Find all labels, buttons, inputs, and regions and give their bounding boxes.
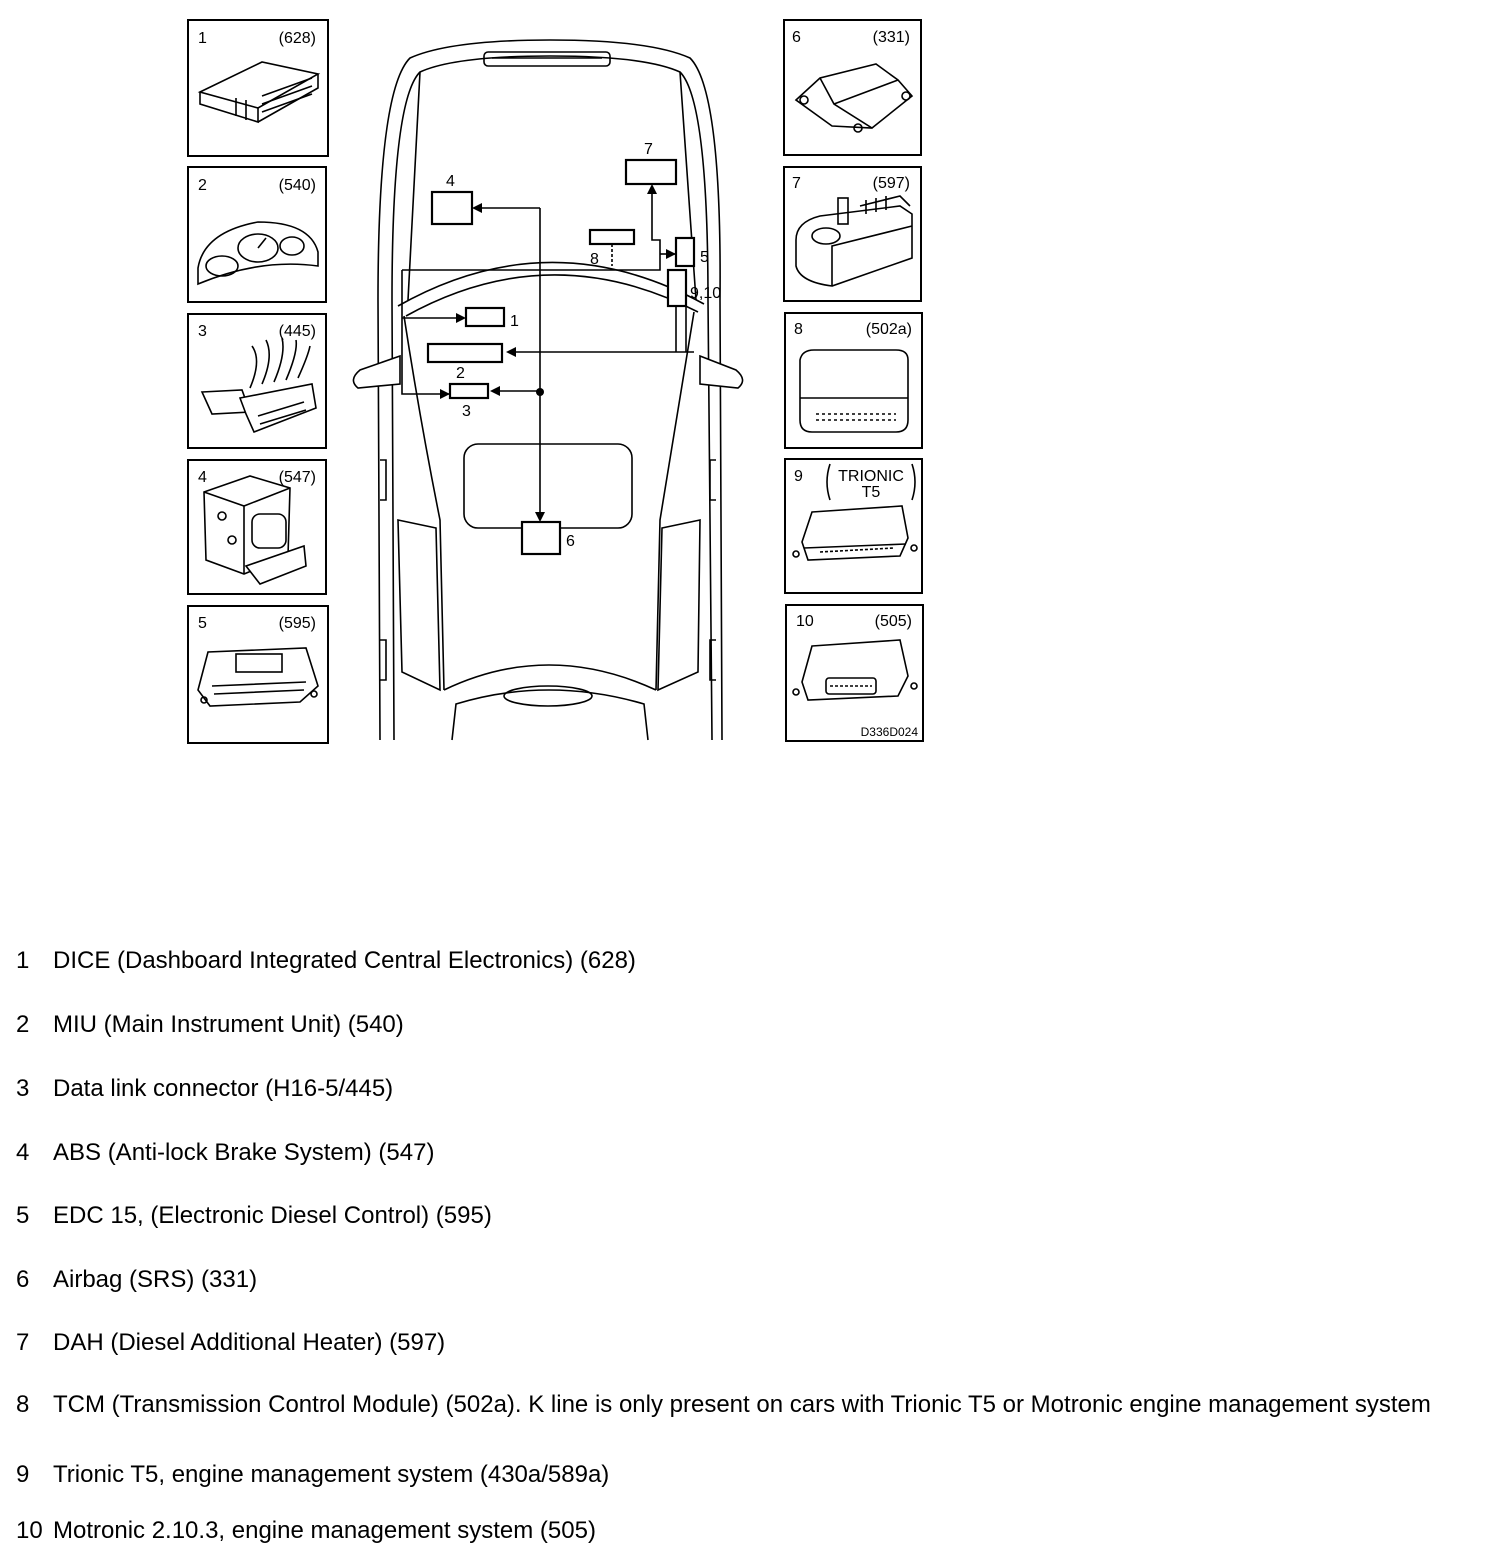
trionic-module-picture — [792, 505, 918, 561]
car-label-6: 6 — [566, 533, 575, 550]
legend-text: Airbag (SRS) (331) — [53, 1266, 258, 1293]
abs-unit-picture — [203, 475, 307, 585]
panel-10: 10 (505) D336D024 — [785, 604, 924, 742]
panel-6-code: (331) — [873, 29, 910, 46]
legend-text: Motronic 2.10.3, engine management syste… — [53, 1517, 596, 1544]
junction-dot — [536, 388, 544, 396]
figure-reference: D336D024 — [861, 725, 919, 739]
left-mirror — [352, 354, 401, 389]
legend-number: 9 — [16, 1461, 30, 1488]
car-label-7: 7 — [644, 141, 653, 158]
box-dah — [624, 158, 678, 186]
panel-1-number: 1 — [198, 30, 207, 47]
legend-number: 1 — [16, 947, 30, 974]
legend-number: 8 — [16, 1391, 30, 1418]
car-outline — [377, 39, 723, 741]
car-label-2: 2 — [456, 365, 465, 382]
panel-4-code: (547) — [279, 469, 316, 486]
dice-module-picture — [197, 61, 321, 124]
box-miu — [426, 342, 504, 364]
panel-5-number: 5 — [198, 615, 207, 632]
panel-9-label-line2: T5 — [862, 484, 881, 501]
instrument-cluster-picture — [197, 221, 319, 286]
panel-4-number: 4 — [198, 469, 207, 486]
box-edc — [674, 236, 696, 268]
diesel-heater-picture — [795, 195, 913, 287]
arrowheads — [440, 184, 676, 522]
legend-number: 2 — [16, 1011, 30, 1038]
airbag-module-picture — [794, 63, 914, 133]
car-label-4: 4 — [446, 173, 455, 190]
tcm-module-picture — [799, 349, 909, 433]
panel-4: 4 (547) — [187, 459, 327, 595]
car-module-boxes — [426, 158, 696, 556]
car-label-8: 8 — [590, 251, 599, 268]
legend-text: EDC 15, (Electronic Diesel Control) (595… — [53, 1202, 492, 1229]
panel-10-code: (505) — [875, 613, 912, 630]
car-label-5: 5 — [700, 249, 709, 266]
legend-text: ABS (Anti-lock Brake System) (547) — [53, 1139, 435, 1166]
panel-5-code: (595) — [279, 615, 316, 632]
panel-3-number: 3 — [198, 323, 207, 340]
box-dice — [464, 306, 506, 328]
panel-9-label-line1: TRIONIC — [838, 468, 904, 485]
legend-number: 10 — [16, 1517, 43, 1544]
legend-number: 5 — [16, 1202, 30, 1229]
panel-5: 5 (595) — [187, 605, 329, 744]
panel-7: 7 (597) — [783, 166, 922, 302]
diagnostic-diagram: 1 (628) 2 (540) 3 (445) — [187, 19, 924, 744]
panel-9: 9 TRIONIC T5 — [784, 458, 923, 594]
box-dlc — [448, 382, 490, 400]
panel-9-number: 9 — [794, 468, 803, 485]
panel-3: 3 (445) — [187, 313, 327, 449]
panel-7-number: 7 — [792, 175, 801, 192]
panel-1-code: (628) — [279, 30, 316, 47]
panel-7-code: (597) — [873, 175, 910, 192]
legend-text: DICE (Dashboard Integrated Central Elect… — [53, 947, 636, 974]
legend-text: Trionic T5, engine management system (43… — [53, 1461, 610, 1488]
car-label-9-10: 9,10 — [690, 285, 721, 302]
edc-module-picture — [197, 647, 319, 707]
panel-6-number: 6 — [792, 29, 801, 46]
car-label-3: 3 — [462, 403, 471, 420]
legend-text: TCM (Transmission Control Module) (502a)… — [53, 1391, 1431, 1418]
panel-2-number: 2 — [198, 177, 207, 194]
panel-2: 2 (540) — [187, 166, 327, 303]
panel-1: 1 (628) — [187, 19, 329, 157]
panel-8-code: (502a) — [866, 321, 912, 338]
legend-text: MIU (Main Instrument Unit) (540) — [53, 1011, 404, 1038]
data-link-connector-picture — [200, 337, 317, 434]
motronic-module-picture — [792, 639, 918, 701]
legend-number: 7 — [16, 1329, 30, 1356]
panel-6: 6 (331) — [783, 19, 922, 156]
box-ecu — [666, 268, 688, 308]
legend-number: 4 — [16, 1139, 30, 1166]
legend-text: DAH (Diesel Additional Heater) (597) — [53, 1329, 446, 1356]
box-abs — [430, 190, 474, 226]
panel-9-brackets — [826, 463, 916, 501]
legend-number: 6 — [16, 1266, 30, 1293]
right-mirror — [699, 354, 744, 389]
box-tcm — [588, 228, 636, 246]
panel-10-number: 10 — [796, 613, 814, 630]
panel-8-number: 8 — [794, 321, 803, 338]
panel-2-code: (540) — [279, 177, 316, 194]
box-airbag — [520, 520, 562, 556]
car-label-1: 1 — [510, 313, 519, 330]
panel-3-code: (445) — [279, 323, 316, 340]
panel-8: 8 (502a) — [784, 312, 923, 449]
legend-number: 3 — [16, 1075, 30, 1102]
legend-text: Data link connector (H16-5/445) — [53, 1075, 394, 1102]
